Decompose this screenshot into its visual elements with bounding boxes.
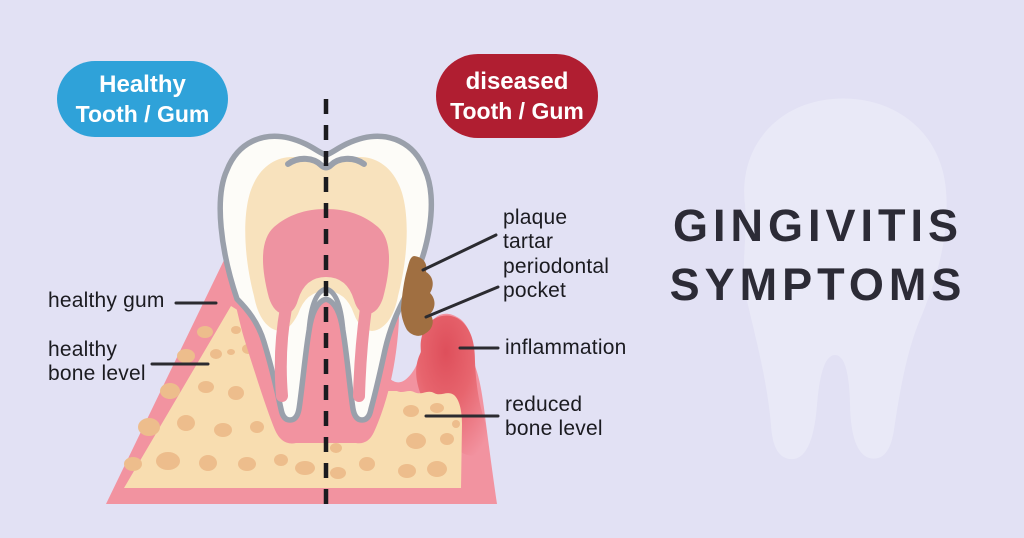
healthy-badge: Healthy Tooth / Gum bbox=[57, 61, 228, 137]
pointer-plaque bbox=[421, 233, 498, 272]
page-title-line1: GINGIVITIS bbox=[672, 200, 964, 251]
page-title-line2: SYMPTOMS bbox=[669, 259, 967, 311]
label-periodontal-pocket: periodontal pocket bbox=[503, 255, 610, 302]
healthy-badge-line2: Tooth / Gum bbox=[75, 100, 210, 127]
diseased-badge-line1: diseased bbox=[465, 67, 569, 95]
label-plaque-tartar: plaque tartar bbox=[503, 206, 568, 253]
pointer-lines bbox=[150, 233, 500, 418]
inflamed-gum bbox=[416, 315, 487, 456]
healthy-badge-line1: Healthy bbox=[99, 70, 186, 98]
crown-fissure bbox=[285, 155, 367, 171]
page-title: GINGIVITIS SYMPTOMS bbox=[628, 196, 1008, 315]
pointer-pocket bbox=[424, 285, 500, 319]
label-healthy-bone-level: healthy bone level bbox=[48, 338, 146, 385]
root-canals bbox=[274, 302, 372, 402]
diseased-badge-line2: Tooth / Gum bbox=[450, 97, 584, 124]
label-healthy-gum: healthy gum bbox=[48, 289, 165, 312]
label-reduced-bone-level: reduced bone level bbox=[505, 393, 603, 440]
diseased-badge: diseased Tooth / Gum bbox=[436, 54, 598, 138]
label-inflammation: inflammation bbox=[505, 336, 627, 359]
tooth-watermark bbox=[743, 98, 947, 460]
bone-texture bbox=[124, 326, 460, 479]
